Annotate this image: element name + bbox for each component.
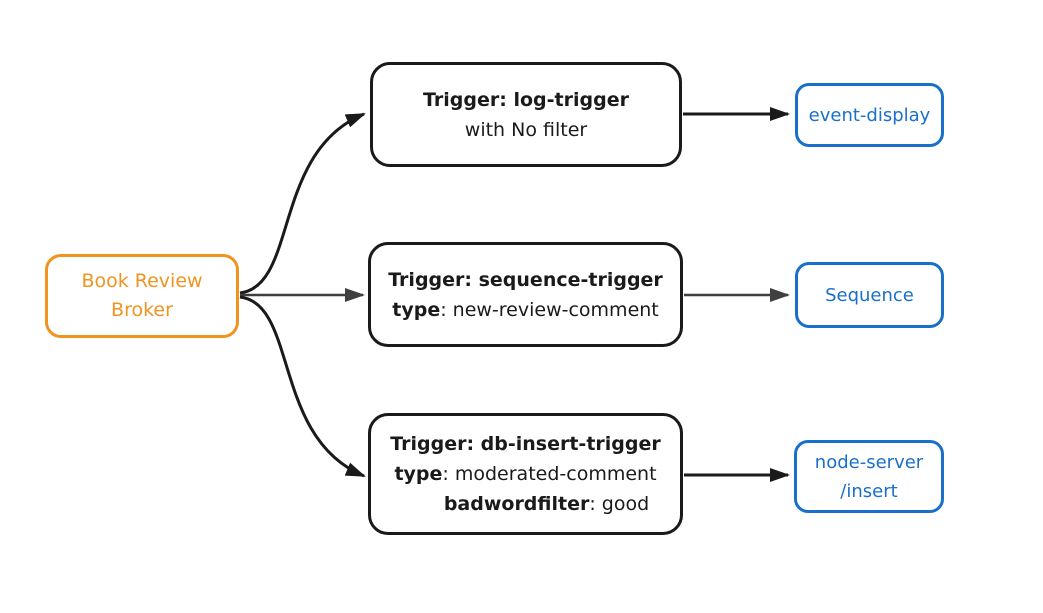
trigger-node-db-insert-trigger: Trigger: db-insert-trigger type: moderat…: [368, 413, 683, 535]
sink-node-sequence: Sequence: [795, 262, 944, 328]
sink-label: event-display: [808, 104, 931, 126]
trigger-node-sequence-trigger: Trigger: sequence-trigger type: new-revi…: [368, 242, 683, 347]
sink-label-line2: /insert: [840, 480, 898, 502]
trigger-detail-value: : moderated-comment: [442, 463, 657, 485]
trigger-detail: badwordfilter: good: [444, 489, 649, 519]
sink-node-event-display: event-display: [795, 83, 944, 147]
trigger-detail-key: badwordfilter: [443, 493, 590, 515]
trigger-detail: type: moderated-comment: [394, 459, 656, 489]
sink-label-line1: node-server: [814, 451, 924, 473]
broker-label-line1: Book Review: [81, 270, 203, 292]
trigger-heading: Trigger: sequence-trigger: [388, 268, 663, 291]
trigger-detail: type: new-review-comment: [392, 295, 659, 325]
trigger-detail-value: with No filter: [464, 118, 588, 141]
broker-node: Book Review Broker: [45, 254, 239, 338]
sink-label: Sequence: [825, 284, 914, 306]
trigger-heading: Trigger: db-insert-trigger: [390, 433, 661, 455]
arrow-broker-to-db-insert-trigger: [239, 295, 366, 478]
trigger-detail-key: type: [394, 463, 443, 485]
trigger-detail-value: : good: [589, 493, 650, 515]
trigger-node-log-trigger: Trigger: log-trigger with No filter: [370, 62, 682, 167]
broker-label-line2: Broker: [111, 299, 173, 321]
sink-node-node-server-insert: node-server /insert: [794, 440, 944, 513]
trigger-detail: with No filter: [465, 115, 587, 145]
trigger-heading: Trigger: log-trigger: [423, 88, 629, 111]
trigger-detail-key: type: [392, 298, 441, 321]
trigger-detail-value: : new-review-comment: [440, 298, 659, 321]
arrow-broker-to-log-trigger: [239, 112, 366, 295]
